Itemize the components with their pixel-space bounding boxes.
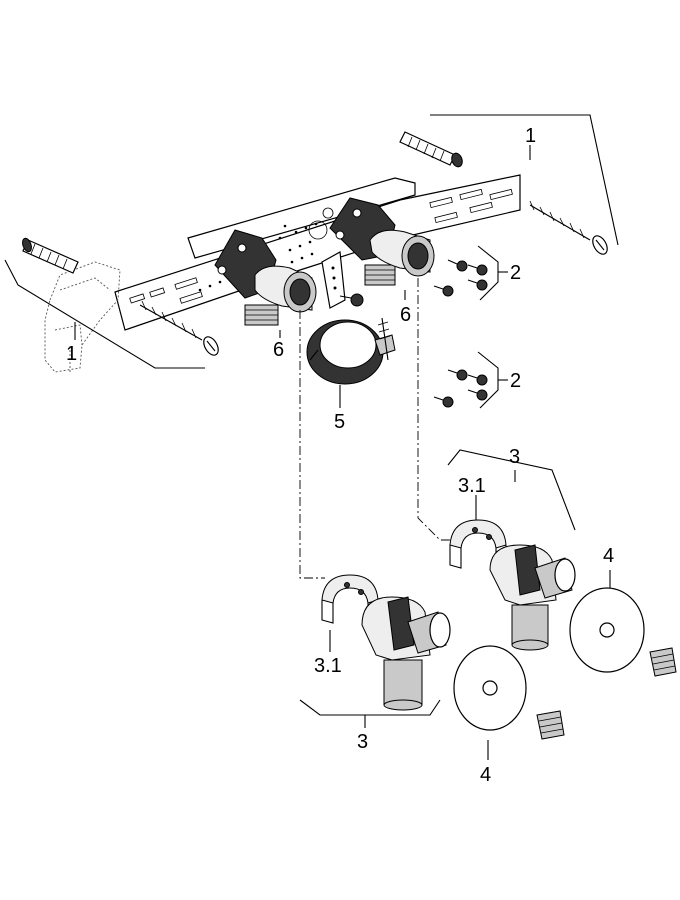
clamp-screw [339,293,364,307]
label-2-lower: 2 [510,370,521,392]
label-1-left: 1 [66,343,77,365]
label-2-upper: 2 [510,262,521,284]
label-6-right: 6 [400,304,411,326]
phantom-bracket [44,261,121,373]
label-3-lower: 3 [357,731,368,753]
label-5: 5 [334,411,345,433]
wall-elbow-right [329,197,435,286]
pipe-clamp [306,317,396,385]
plug-right [649,647,677,677]
screw-set-upper [433,259,488,297]
screw-upper [529,200,608,255]
mounting-rail [114,174,521,331]
label-3-1-lower: 3.1 [314,655,342,677]
screw-set-lower [433,369,488,408]
anchor-plug-left [22,237,79,274]
pipe-bracket-strap [321,251,346,309]
label-1-right: 1 [525,125,536,147]
label-3-1-upper: 3.1 [458,475,486,497]
wall-elbow-left [214,229,317,326]
center-lines [299,278,455,579]
anchor-plug-upper [399,131,463,168]
screw-left [139,300,219,356]
label-3-upper: 3 [509,446,520,468]
rosette-right [569,587,645,673]
label-4-right: 4 [603,545,614,567]
label-6-left: 6 [273,339,284,361]
label-4-left: 4 [480,764,491,786]
leader-lines [4,114,619,760]
mounting-plate-left [321,574,379,624]
fitting-elbow-left [361,596,451,711]
plug-left [536,710,565,740]
rosette-left [453,645,527,731]
fitting-elbow-right [489,544,576,651]
